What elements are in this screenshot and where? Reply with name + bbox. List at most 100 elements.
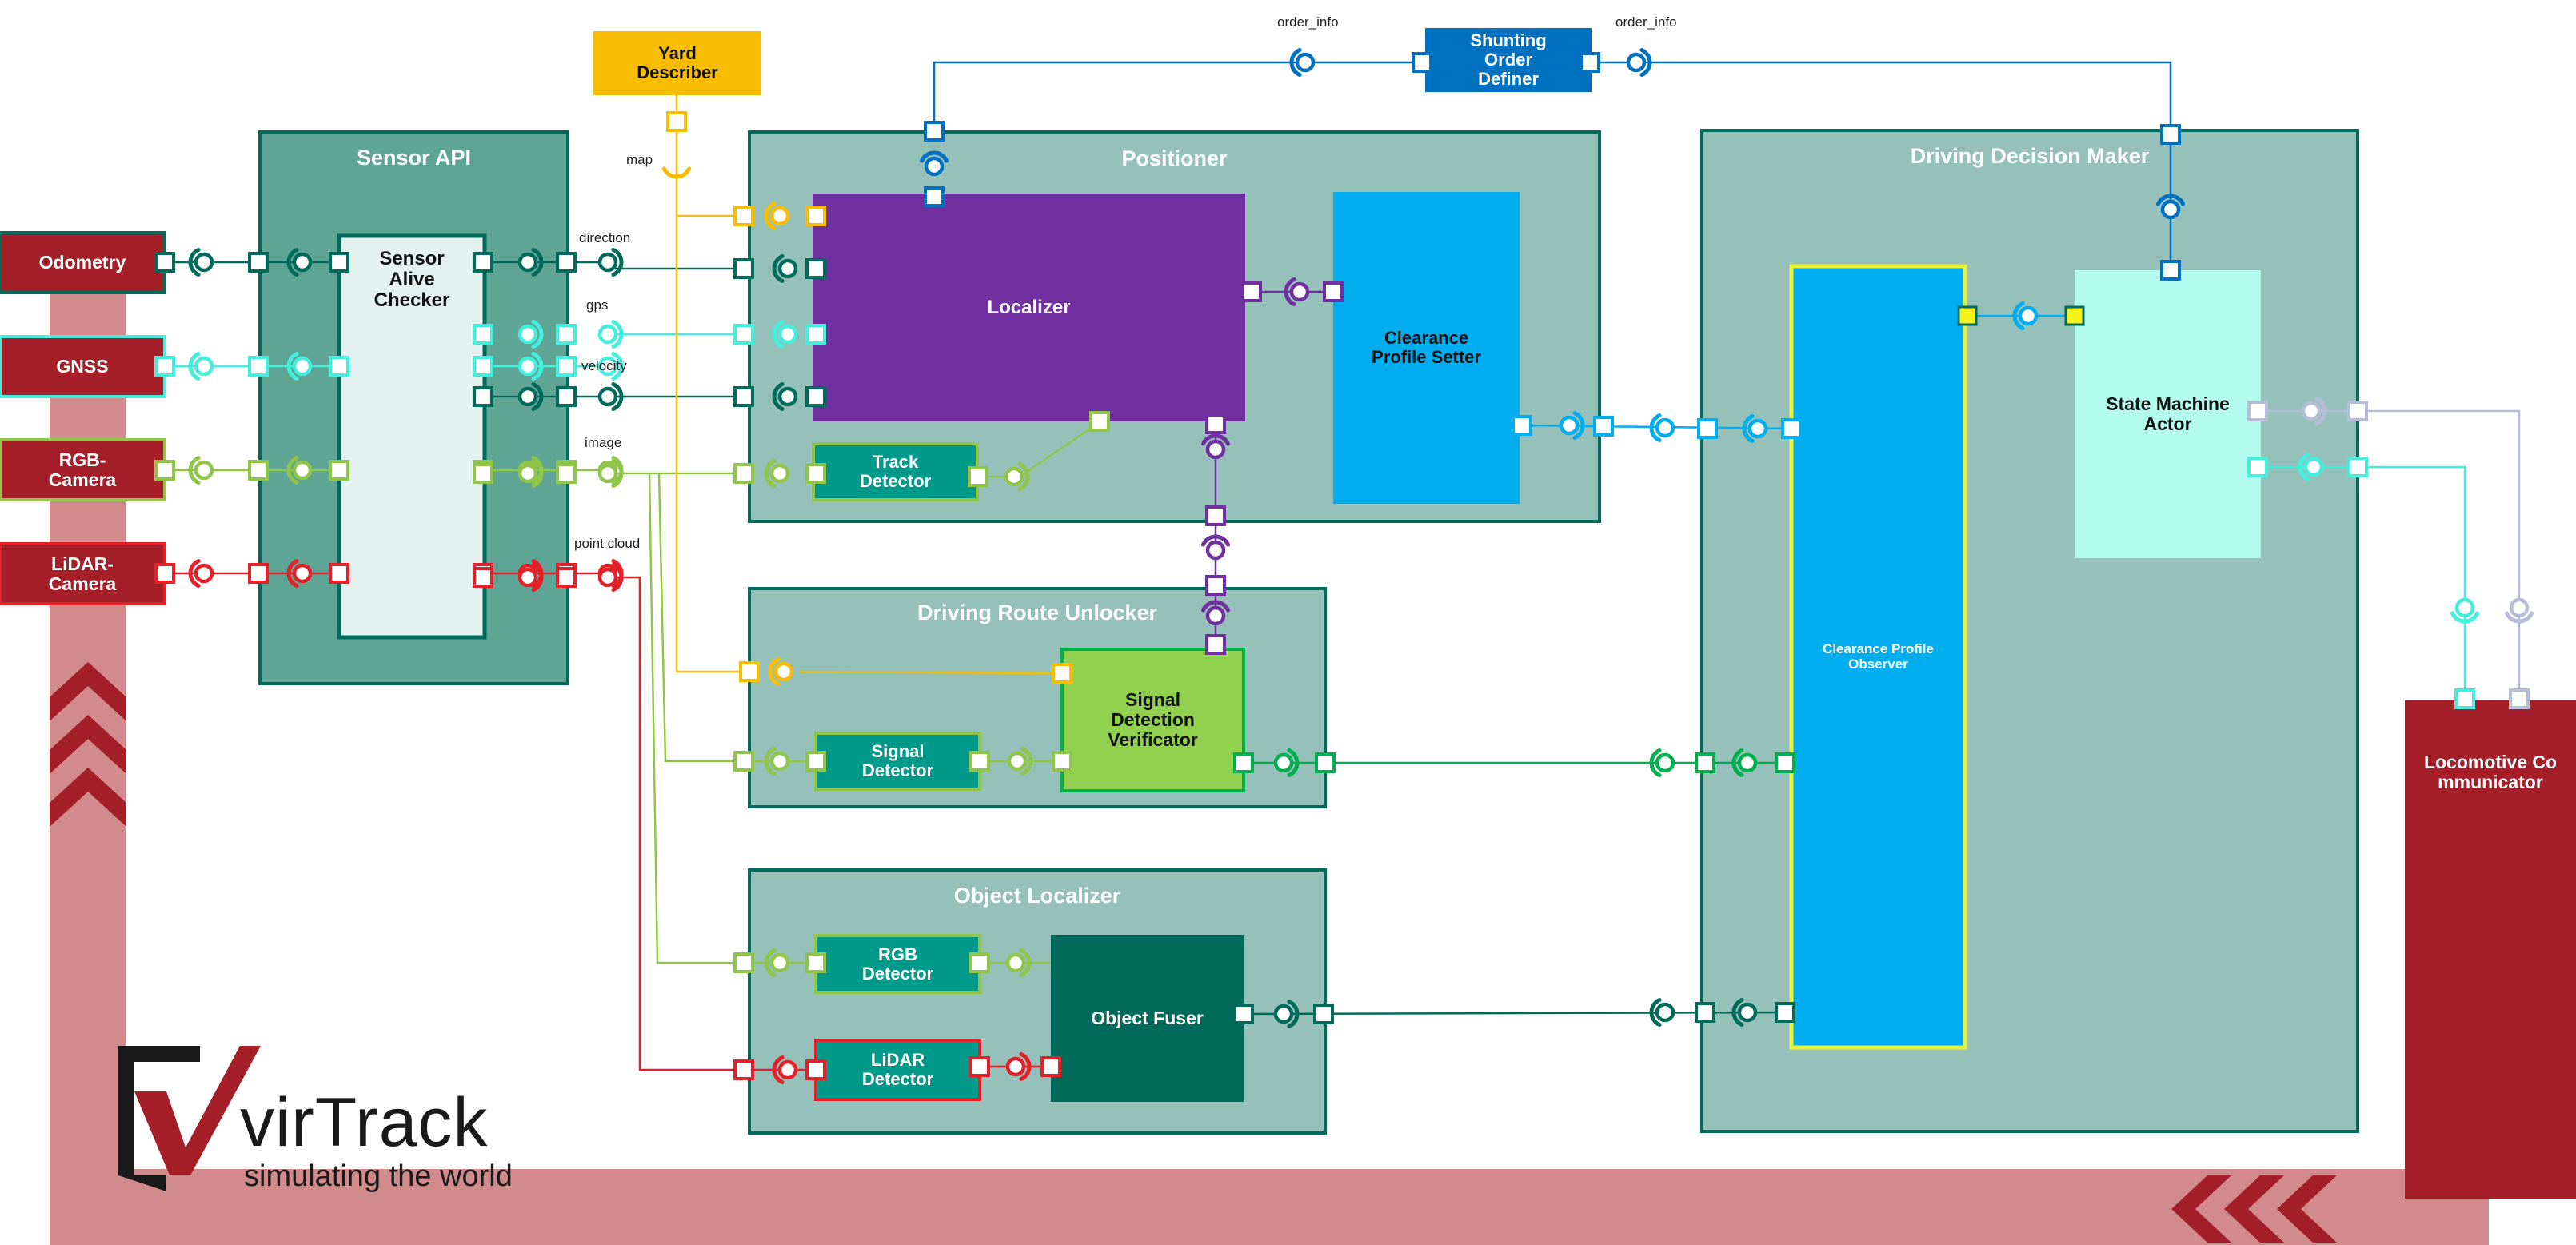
required-interface — [1200, 600, 1231, 613]
up-chevron-3 — [50, 768, 126, 827]
required-interface — [286, 351, 299, 381]
rgb-detector-box — [814, 934, 981, 994]
interface-ports — [154, 47, 2534, 1085]
port-square — [1205, 634, 1226, 655]
port-square — [2160, 260, 2181, 281]
provided-interface — [1737, 752, 1758, 773]
port-square — [1089, 411, 1110, 432]
port-square — [248, 252, 269, 273]
required-interface — [1200, 433, 1231, 446]
port-square — [473, 356, 493, 377]
component-boxes — [0, 28, 2576, 1199]
port-square — [1697, 418, 1718, 439]
required-interface — [611, 381, 624, 412]
port-square — [969, 952, 990, 973]
required-interface — [286, 455, 299, 485]
required-interface — [919, 150, 949, 163]
provided-interface — [1655, 417, 1675, 438]
provided-interface — [194, 563, 214, 584]
provided-interface — [777, 1059, 798, 1080]
provided-interface — [517, 356, 538, 377]
port-square — [1412, 52, 1432, 73]
provided-interface — [769, 952, 790, 973]
port-square — [1593, 416, 1614, 437]
provided-interface — [769, 206, 790, 226]
provided-interface — [194, 252, 214, 273]
required-interface — [1649, 997, 1662, 1028]
port-square — [1040, 1056, 1061, 1077]
port-square — [473, 252, 493, 273]
lidar-camera-box — [0, 542, 166, 605]
provided-interface — [769, 751, 790, 772]
port-square — [1695, 752, 1715, 773]
required-interface — [188, 247, 201, 277]
required-interface — [2504, 611, 2534, 624]
port-square — [2160, 124, 2181, 145]
required-interface — [772, 319, 785, 349]
required-interface — [764, 201, 777, 231]
port-square — [556, 386, 577, 407]
port-square — [1052, 751, 1072, 772]
port-square — [733, 386, 754, 407]
lidar-detector-box — [814, 1039, 981, 1101]
provided-interface — [597, 252, 618, 273]
sensor-alive-checker-box — [337, 233, 487, 640]
required-interface — [531, 351, 544, 381]
port-square — [154, 460, 175, 481]
required-interface — [531, 381, 544, 412]
connector-line — [675, 95, 744, 673]
rgb-camera-box — [0, 438, 166, 501]
port-square — [805, 258, 826, 279]
port-square — [556, 324, 577, 345]
port-square — [556, 567, 577, 588]
port-square — [2454, 688, 2475, 709]
left-chevron-2 — [2224, 1175, 2284, 1243]
port-square — [473, 567, 493, 588]
connector-line — [608, 576, 744, 1071]
provided-interface — [2301, 401, 2322, 421]
port-square — [666, 111, 687, 132]
odometry-box — [0, 231, 166, 294]
pink-horizontal-band — [50, 1169, 2489, 1245]
port-square — [969, 751, 990, 772]
port-square — [154, 356, 175, 377]
logo-wordmark: virTrack — [240, 1084, 489, 1161]
port-square — [1512, 415, 1532, 436]
provided-interface — [777, 386, 798, 407]
required-interface — [611, 351, 624, 381]
locomotive-communicator-box — [2405, 700, 2576, 1199]
provided-interface — [773, 661, 794, 682]
yard-describer-box — [593, 31, 761, 95]
required-interface — [2450, 611, 2480, 624]
provided-interface — [1205, 439, 1226, 460]
provided-interface — [2160, 199, 2181, 220]
provided-interface — [292, 460, 313, 481]
required-interface — [764, 458, 777, 489]
port-square — [733, 1059, 754, 1080]
port-square — [733, 324, 754, 345]
port-square — [733, 952, 754, 973]
provided-interface — [194, 356, 214, 377]
provided-interface — [1295, 52, 1316, 73]
provided-interface — [597, 324, 618, 345]
port-square — [924, 186, 945, 207]
provided-interface — [1005, 952, 1026, 973]
port-square — [805, 206, 826, 226]
required-interface — [611, 562, 624, 593]
required-interface — [531, 247, 544, 277]
clearance-profile-observer-box — [1789, 264, 1967, 1050]
left-chevron-1 — [2171, 1175, 2231, 1243]
connector-line — [799, 670, 1063, 675]
connector-line — [657, 473, 744, 763]
provided-interface — [597, 386, 618, 407]
required-interface — [531, 562, 544, 593]
port-square — [2064, 305, 2085, 326]
provided-interface — [777, 258, 798, 279]
provided-interface — [1273, 1004, 1294, 1024]
localizer-box — [813, 194, 1245, 421]
port-square — [1315, 752, 1336, 773]
required-interface — [611, 458, 624, 489]
required-interface — [1289, 47, 1302, 78]
required-interface — [1287, 999, 1300, 1029]
required-interface — [611, 247, 624, 277]
